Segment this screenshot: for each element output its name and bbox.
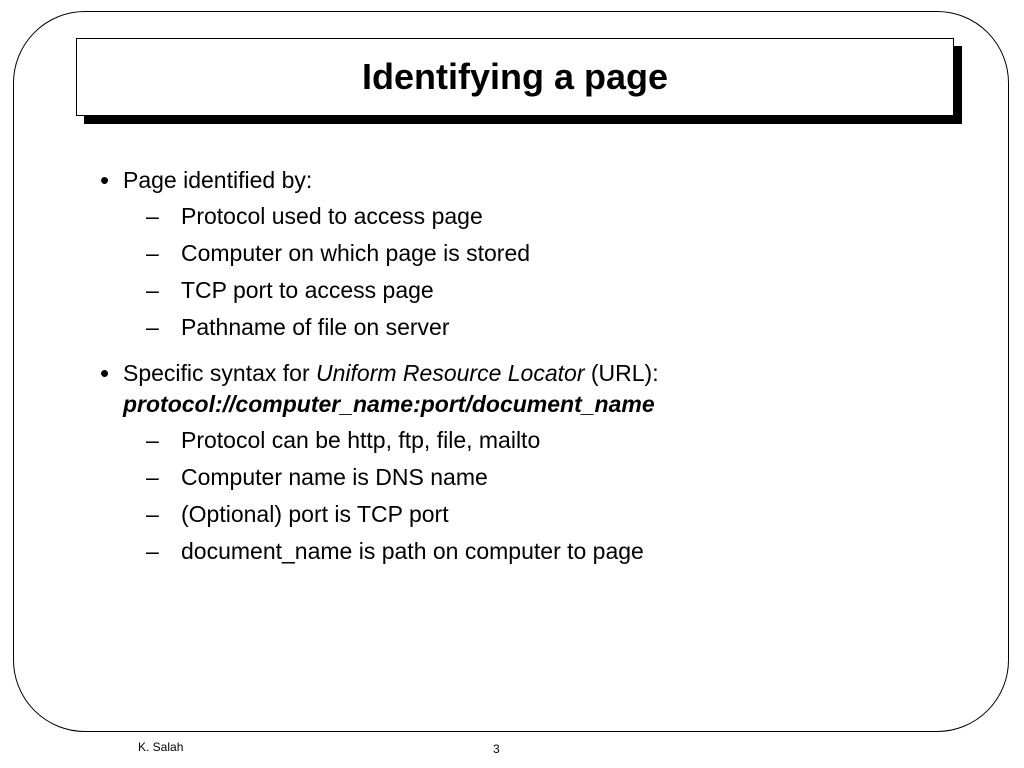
sub-item-text: Protocol used to access page <box>181 203 483 229</box>
dash-marker: – <box>146 314 159 340</box>
sub-item-text: Protocol can be http, ftp, file, mailto <box>181 427 541 453</box>
sub-item-text: (Optional) port is TCP port <box>181 501 449 527</box>
bullet-text: Specific syntax for Uniform Resource Loc… <box>123 359 659 387</box>
dash-marker: – <box>146 203 159 229</box>
bullet-marker: • <box>100 358 110 388</box>
bullet-text: Page identified by: <box>123 167 313 193</box>
sub-item-text: Computer name is DNS name <box>181 464 488 490</box>
url-syntax: protocol://computer_name:port/document_n… <box>123 391 655 417</box>
dash-marker: – <box>146 464 159 490</box>
footer-author: K. Salah <box>138 740 184 754</box>
dash-marker: – <box>146 427 159 453</box>
sub-item-text: document_name is path on computer to pag… <box>181 538 644 564</box>
dash-marker: – <box>146 240 159 266</box>
slide-title: Identifying a page <box>361 56 669 97</box>
page-number: 3 <box>493 742 500 756</box>
sub-item-text: TCP port to access page <box>181 277 434 303</box>
title-box: Identifying a page <box>76 38 954 116</box>
slide-frame <box>13 11 1009 732</box>
dash-marker: – <box>146 277 159 303</box>
url-term: Uniform Resource Locator <box>316 360 585 386</box>
sub-item-text: Pathname of file on server <box>181 314 450 340</box>
bullet-marker: • <box>100 165 110 195</box>
bullet-text-prefix: Specific syntax for <box>123 360 317 386</box>
dash-marker: – <box>146 501 159 527</box>
sub-item-text: Computer on which page is stored <box>181 240 531 266</box>
dash-marker: – <box>146 538 159 564</box>
bullet-text-suffix: (URL): <box>584 360 659 386</box>
